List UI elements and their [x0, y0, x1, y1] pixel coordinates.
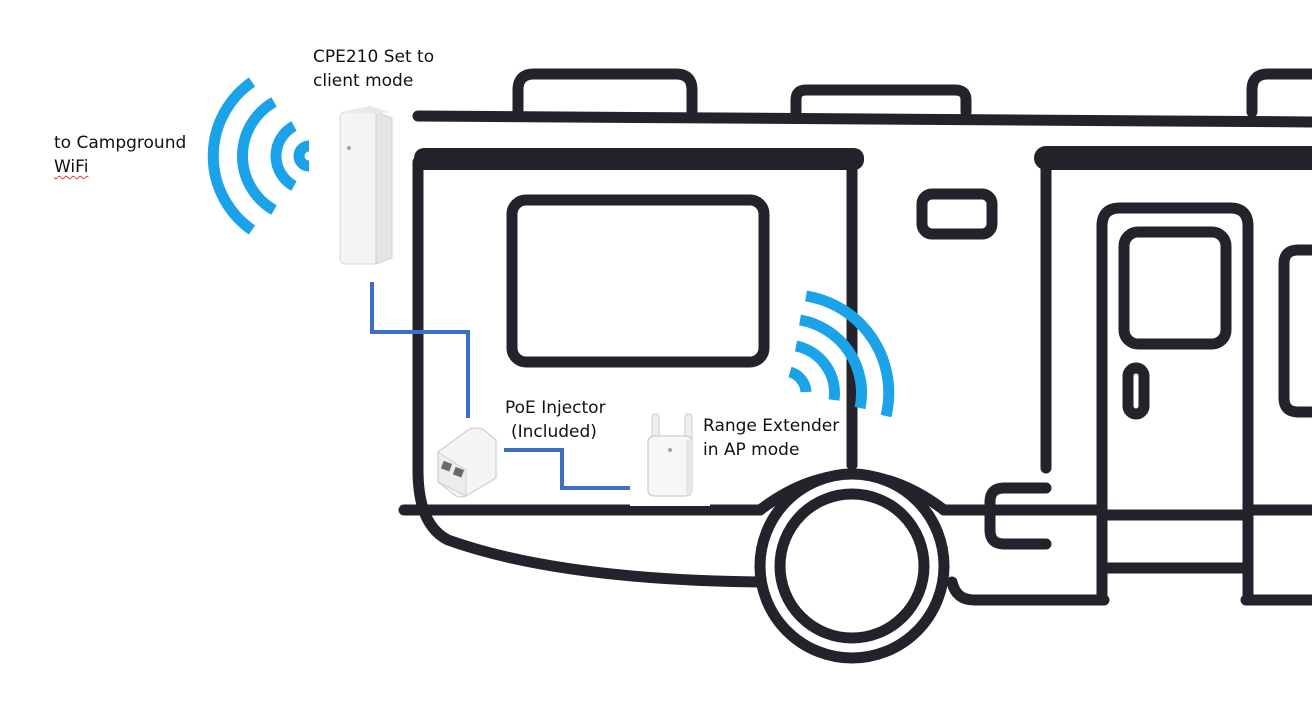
indoor-wave-1	[788, 366, 812, 393]
roof-caps	[414, 146, 1312, 170]
outdoor-access-point-icon	[339, 111, 377, 265]
extender-led	[668, 448, 672, 452]
label-to-campground-line2: WiFi	[54, 155, 186, 179]
door-handle	[1122, 362, 1150, 420]
cpe-logo	[347, 146, 351, 150]
door-window	[1118, 226, 1232, 350]
indoor-wave-3	[798, 314, 868, 410]
wheel-inner	[774, 488, 930, 644]
cpe-top-cap	[340, 106, 390, 114]
main-window	[506, 194, 770, 368]
door-frame	[1096, 202, 1254, 602]
roof-vent-right	[1246, 68, 1312, 118]
label-to-campground-line1: to Campground	[54, 133, 187, 153]
wifi-waves-left-icon	[207, 77, 310, 235]
roof-vent-left	[512, 68, 698, 118]
poe-port-2	[452, 466, 465, 478]
roof-line	[412, 110, 1312, 128]
outdoor-wave-3	[236, 97, 277, 215]
roof-vent-middle	[790, 84, 972, 118]
outdoor-wave-1	[293, 140, 310, 172]
side-storage-box	[984, 482, 1052, 550]
extender-side	[686, 440, 692, 494]
rv-body-outline	[398, 68, 1312, 606]
range-extender-icon	[630, 404, 710, 506]
poe-port-1	[440, 460, 453, 472]
ethernet-cables	[370, 282, 632, 490]
label-cpe210-line1: CPE210 Set to	[313, 47, 435, 67]
label-range-extender: Range Extender in AP mode	[703, 414, 842, 462]
side-window-right	[1278, 244, 1312, 418]
label-wifi-word: WiFi	[54, 157, 89, 177]
cable-poe-to-extender	[498, 448, 632, 490]
wifi-waves-right-icon	[788, 290, 895, 418]
label-range-extender-line1: Range Extender	[703, 416, 840, 436]
roof-cap-rear	[1034, 146, 1312, 170]
bottom-sill	[946, 576, 1110, 606]
indoor-wave-4	[805, 290, 895, 418]
label-poe-injector: PoE Injector (Included)	[505, 396, 606, 444]
extender-body	[647, 435, 693, 497]
cpe-side-panel	[375, 111, 393, 265]
marker-light	[916, 188, 998, 240]
outdoor-wave-2	[270, 121, 297, 191]
label-to-campground: to Campground WiFi	[54, 131, 186, 179]
label-poe-injector-line1: PoE Injector	[505, 398, 606, 418]
outdoor-wave-4	[207, 77, 256, 235]
roof-cap-front	[414, 148, 864, 170]
label-cpe210-line2: client mode	[313, 71, 414, 91]
label-cpe210: CPE210 Set to client mode	[313, 45, 434, 93]
cpe210-device	[330, 100, 410, 282]
wheel	[754, 468, 950, 664]
label-poe-injector-line2: (Included)	[511, 422, 597, 442]
indoor-wave-2	[794, 340, 840, 401]
label-range-extender-line2: in AP mode	[703, 440, 800, 460]
poe-injector-icon	[430, 418, 504, 500]
cable-cpe-to-poe	[370, 282, 470, 428]
